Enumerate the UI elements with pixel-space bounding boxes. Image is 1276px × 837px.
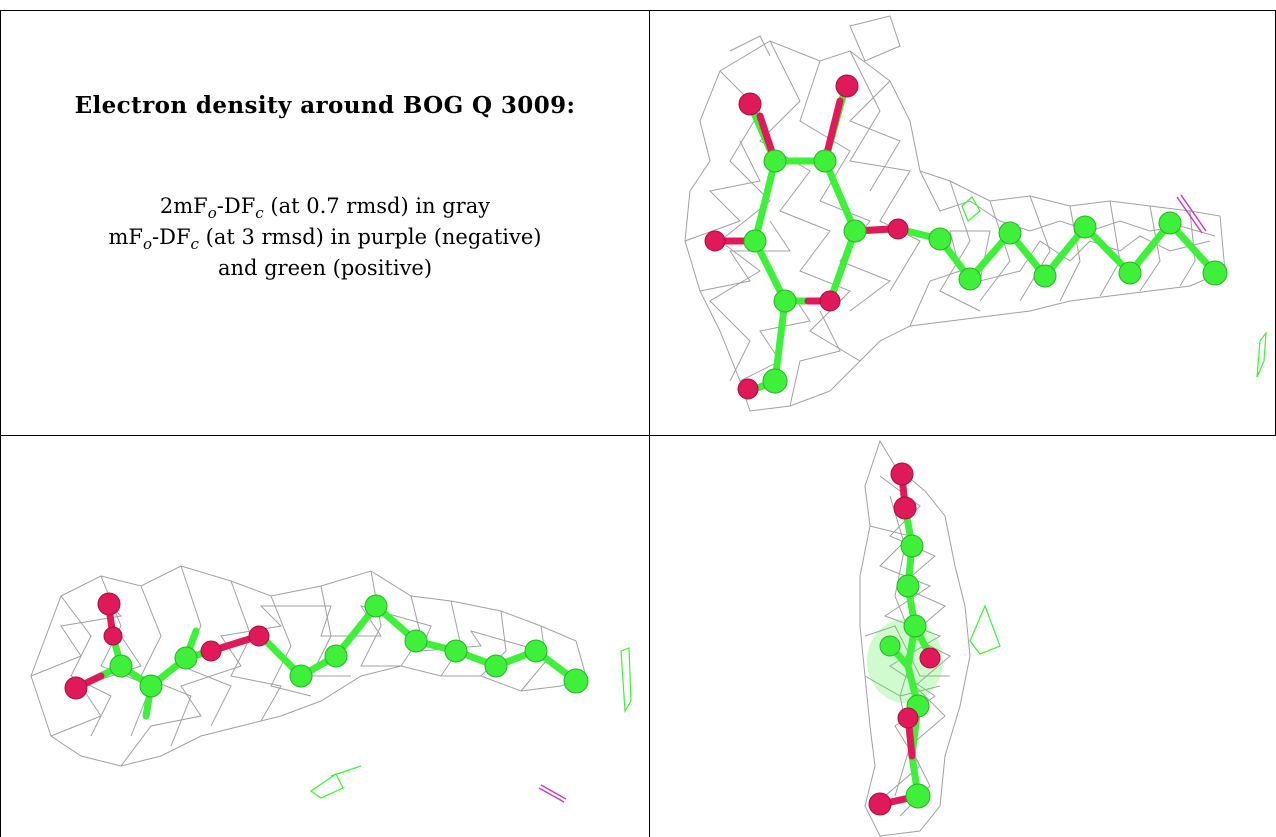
negative-difference-density bbox=[1176, 194, 1207, 234]
positive-difference-density bbox=[309, 647, 632, 799]
carbon-atoms bbox=[743, 149, 1228, 394]
legend-line-positive: and green (positive) bbox=[217, 256, 433, 280]
density-mesh bbox=[684, 15, 1226, 412]
divider-vertical bbox=[649, 10, 650, 837]
border-top bbox=[0, 10, 1276, 11]
legend-line-difference: mFo-DFc (at 3 rmsd) in purple (negative) bbox=[108, 225, 542, 253]
positive-difference-density bbox=[961, 196, 1267, 378]
caption-cell: Electron density around BOG Q 3009: 2mFo… bbox=[10, 60, 640, 284]
figure-title: Electron density around BOG Q 3009: bbox=[74, 92, 576, 119]
oxygen-atoms bbox=[704, 74, 909, 400]
view-bottom-right bbox=[650, 436, 1275, 837]
legend-text: 2mFo-DFc (at 0.7 rmsd) in gray mFo-DFc (… bbox=[10, 191, 640, 284]
molecule-bonds bbox=[711, 85, 1219, 395]
view-bottom-left bbox=[1, 436, 649, 837]
oxygen-atoms bbox=[64, 592, 270, 700]
view-top-right bbox=[650, 11, 1275, 435]
positive-difference-density bbox=[969, 604, 1001, 655]
divider-horizontal bbox=[0, 435, 1276, 436]
legend-line-gray: 2mFo-DFc (at 0.7 rmsd) in gray bbox=[159, 194, 491, 222]
oxygen-atoms bbox=[868, 462, 941, 816]
negative-difference-density bbox=[538, 784, 567, 803]
carbon-atoms bbox=[879, 534, 931, 809]
border-left bbox=[0, 10, 1, 837]
carbon-atoms bbox=[109, 594, 589, 698]
